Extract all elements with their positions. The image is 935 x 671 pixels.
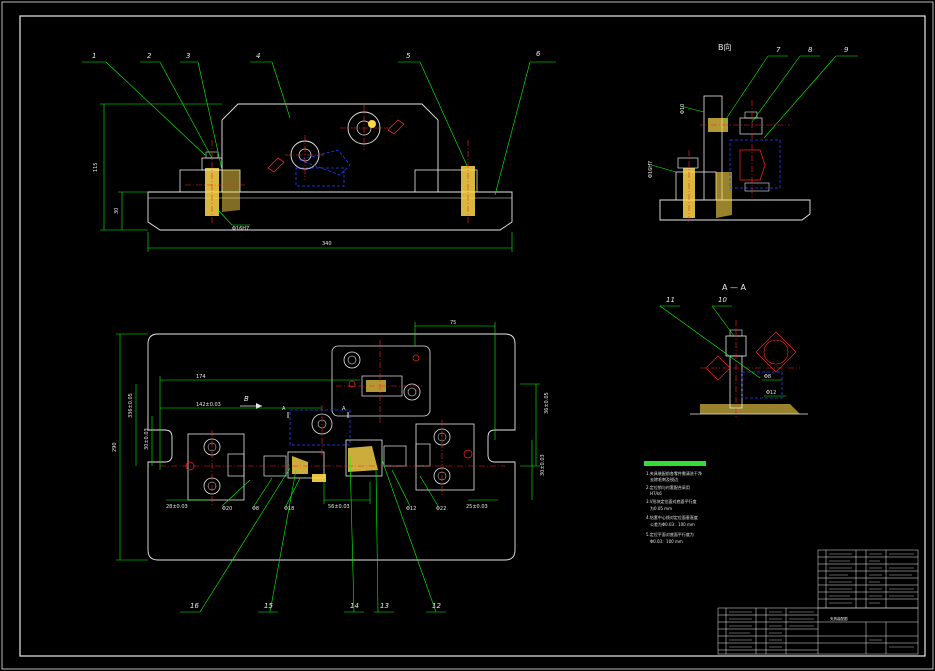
b-view-title: B向	[718, 42, 732, 52]
dim-fit-left: Φ16H7	[232, 226, 249, 232]
balloon-15: 15	[264, 602, 273, 610]
dim-overall-length: 340	[322, 241, 332, 247]
title-block-drawing-title: 夹具装配图	[830, 616, 848, 621]
dim-fit-e: Φ18	[284, 506, 294, 512]
dim-width-290: 290	[112, 442, 118, 452]
note-line-8: 公差为Φ0.03：100 mm	[650, 521, 695, 527]
balloon-10: 10	[718, 296, 727, 304]
section-mark-left: A	[282, 406, 286, 412]
dim-fit-b-view-left: Φ16H7	[648, 161, 654, 178]
title-block	[717, 549, 919, 655]
dim-right-vertical: 36±0.05	[544, 392, 550, 414]
dim-height-base: 30	[114, 208, 120, 214]
dim-28: 28±0.03	[166, 504, 188, 510]
dim-fit-c: Φ8	[252, 506, 259, 512]
note-line-5: 3.V形块定位面对底面平行度	[646, 498, 697, 504]
top-view: A A B	[112, 320, 550, 613]
note-line-6: 为0.05 mm	[650, 505, 672, 511]
balloon-13: 13	[380, 602, 389, 610]
dim-174: 174	[196, 374, 206, 380]
balloon-16: 16	[190, 602, 199, 610]
dim-142: 142±0.03	[196, 402, 221, 408]
section-a-a-title: A — A	[722, 283, 747, 292]
note-line-9: 5.定位平面对底面平行度为	[646, 531, 694, 537]
dim-fit-a: Φ20	[222, 506, 232, 512]
dim-fit-d: Φ12	[406, 506, 416, 512]
dim-56: 56±0.03	[328, 504, 350, 510]
title-block-text-placeholders	[729, 553, 914, 648]
dim-fit-b-view-top: Φ10	[680, 104, 686, 114]
note-line-2: 去除毛刺及锐边	[650, 476, 678, 482]
technical-notes: 1.夹具装配前各零件需清洗干净 去除毛刺及锐边 2.定位销与衬套配合采用 H7/…	[644, 461, 706, 544]
section-a-a: A — A 11 10 Φ8 Φ12	[659, 283, 808, 418]
dim-height-total: 115	[93, 162, 99, 172]
dim-30-left: 30±0.03	[144, 428, 150, 450]
dim-fit-f: Φ22	[436, 506, 446, 512]
balloon-2: 2	[147, 52, 152, 60]
balloon-14: 14	[350, 602, 359, 610]
dim-336: 336±0.05	[128, 393, 134, 418]
balloon-12: 12	[432, 602, 441, 610]
note-line-10: Φ0.03：100 mm	[650, 539, 683, 544]
section-mark-right: A	[342, 406, 346, 412]
note-line-1: 1.夹具装配前各零件需清洗干净	[646, 470, 702, 476]
dim-fit-aa-2: Φ12	[766, 390, 776, 396]
b-view: B向 7 8 9 Φ10 Φ16H7	[647, 42, 858, 222]
note-line-3: 2.定位销与衬套配合采用	[646, 484, 690, 490]
balloon-8: 8	[808, 46, 813, 54]
dim-right-lower: 30±0.03	[540, 454, 546, 476]
note-line-7: 4.钻套中心线对定位面垂直度	[646, 514, 698, 520]
balloon-11: 11	[666, 296, 675, 304]
notes-header-bar	[644, 461, 706, 466]
balloon-9: 9	[844, 46, 849, 54]
balloon-7: 7	[776, 46, 781, 54]
dim-25: 25±0.03	[466, 504, 488, 510]
note-line-4: H7/k6	[650, 491, 662, 496]
dim-top-width: 75	[450, 320, 456, 326]
balloon-5: 5	[406, 52, 411, 60]
balloon-4: 4	[256, 52, 260, 60]
balloon-3: 3	[186, 52, 190, 60]
front-view: 1 2 3 4 5 6 340 115 30 Φ16H7	[82, 50, 556, 252]
balloon-6: 6	[536, 50, 541, 58]
dim-fit-aa-1: Φ8	[764, 374, 771, 380]
balloon-1: 1	[92, 52, 96, 60]
b-arrow-label: B	[244, 395, 249, 403]
